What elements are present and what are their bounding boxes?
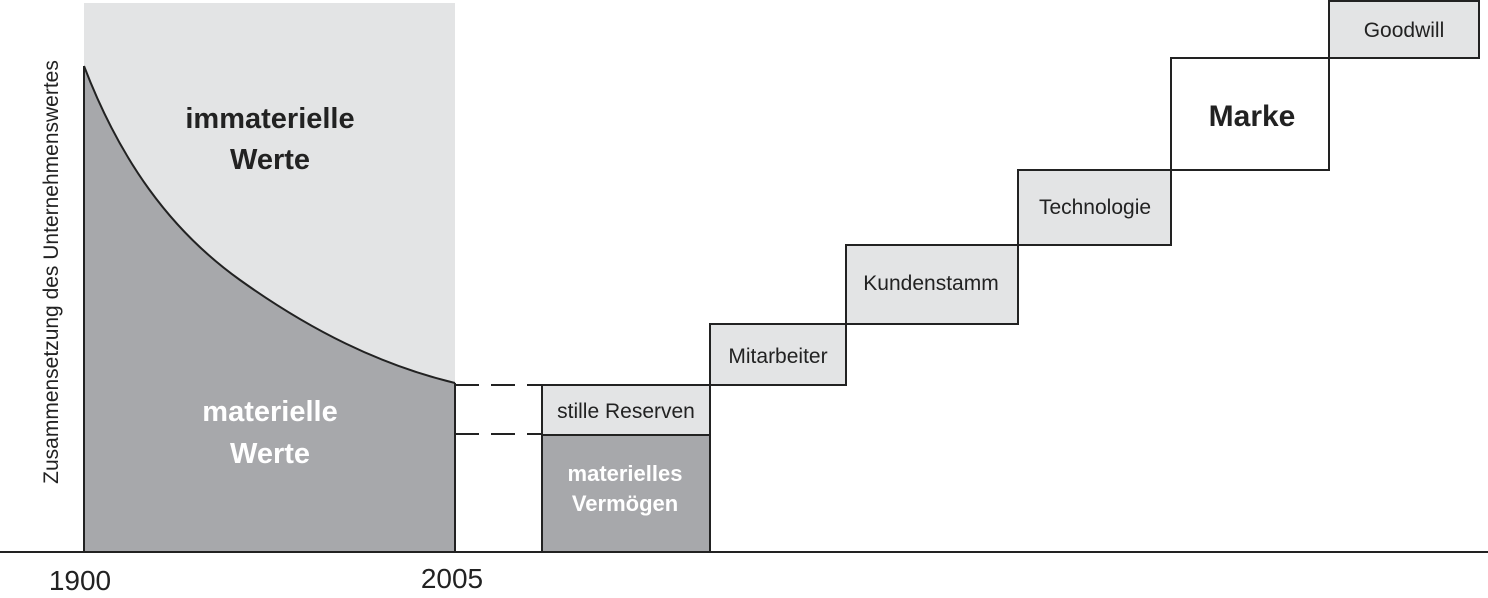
marke-label: Marke bbox=[1209, 100, 1296, 133]
value-curve bbox=[83, 65, 456, 384]
goodwill-label: Goodwill bbox=[1364, 19, 1445, 42]
marke-box bbox=[1170, 57, 1330, 171]
mitarbeiter-box bbox=[709, 323, 847, 386]
immaterial-values-label-line2: Werte bbox=[230, 144, 310, 176]
technologie-label: Technologie bbox=[1039, 196, 1151, 219]
material-values-label-line1: materielle bbox=[202, 396, 337, 428]
x-tick-1900: 1900 bbox=[49, 565, 111, 596]
mitarbeiter-label: Mitarbeiter bbox=[728, 345, 827, 368]
technologie-box bbox=[1017, 169, 1172, 246]
stille-reserven-label: stille Reserven bbox=[557, 400, 695, 423]
materielles-vermoegen-label-line1: materielles bbox=[568, 461, 683, 486]
kundenstamm-label: Kundenstamm bbox=[863, 272, 998, 295]
kundenstamm-box bbox=[845, 244, 1019, 325]
y-axis-label: Zusammensetzung des Unternehmenswertes bbox=[40, 60, 63, 484]
stille-reserven-box bbox=[541, 384, 711, 436]
materielles-vermoegen-box bbox=[541, 434, 711, 553]
x-tick-2005: 2005 bbox=[421, 563, 483, 594]
material-values-label-line2: Werte bbox=[230, 438, 310, 470]
materielles-vermoegen-label-line2: Vermögen bbox=[572, 491, 678, 516]
immaterial-values-label-line1: immaterielle bbox=[185, 103, 354, 135]
goodwill-box bbox=[1328, 0, 1480, 59]
material-values-area bbox=[84, 66, 455, 552]
